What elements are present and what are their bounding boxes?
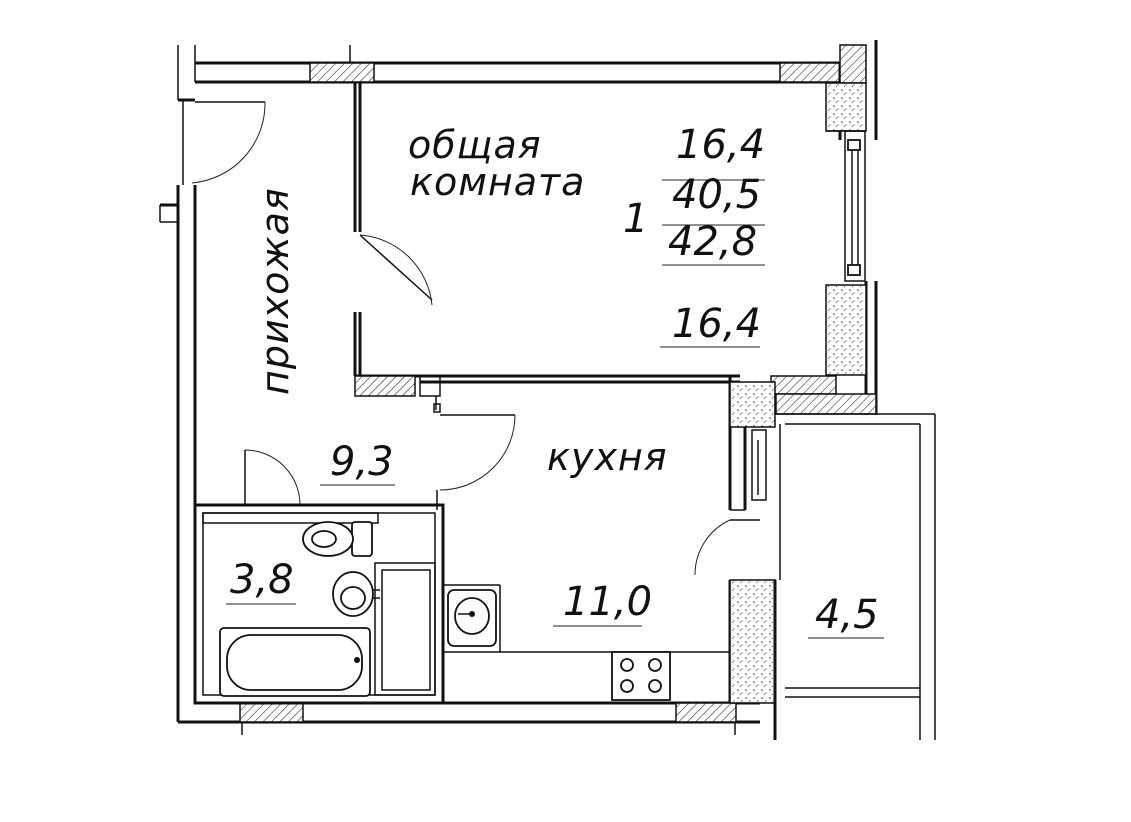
balcony-area: 4,5	[815, 592, 879, 638]
bathroom	[193, 503, 445, 705]
living-room-area: 16,4	[676, 122, 765, 168]
bathroom-area: 3,8	[230, 557, 294, 603]
hallway-labels: прихожая 9,3	[253, 187, 395, 486]
kitchen-fixtures	[443, 584, 730, 701]
living-area-total: 40,5	[672, 172, 761, 218]
living-room-area-bottom: 16,4	[672, 301, 761, 347]
bathtub-icon	[219, 627, 371, 697]
hallway-area: 9,3	[330, 439, 394, 485]
washbasin-icon	[332, 571, 380, 617]
stove-icon	[611, 651, 671, 701]
balcony	[776, 413, 936, 740]
outer-walls	[159, 40, 878, 735]
kitchen-area: 11,0	[563, 579, 652, 625]
balcony-labels: 4,5	[808, 592, 884, 639]
hallway-name: прихожая	[253, 187, 297, 395]
doors	[182, 100, 760, 576]
living-room-name-line1: общая	[408, 123, 542, 167]
toilet-icon	[302, 521, 373, 557]
living-room-labels: общая комната 16,4 40,5 1 42,8 16,4	[408, 122, 765, 348]
bathroom-labels: 3,8	[226, 557, 296, 605]
kitchen-sink-icon	[447, 589, 497, 647]
kitchen-name: кухня	[547, 435, 668, 479]
kitchen-labels: кухня 11,0	[547, 435, 668, 627]
interior-walls	[353, 82, 777, 740]
rooms-count: 1	[623, 196, 648, 242]
total-area: 42,8	[668, 219, 757, 265]
living-room-name-line2: комната	[410, 160, 585, 204]
